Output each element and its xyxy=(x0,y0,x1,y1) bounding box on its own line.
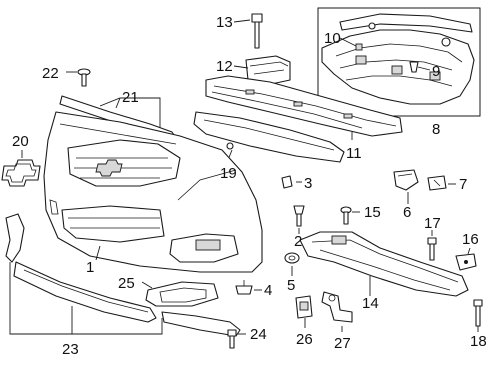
energy-absorber-19 xyxy=(193,111,345,163)
callout-17: 17 xyxy=(424,215,441,232)
inset-clip-icon xyxy=(441,37,451,47)
callout-15: 15 xyxy=(364,204,381,221)
sensor-26 xyxy=(295,295,313,319)
callout-25: 25 xyxy=(118,275,135,292)
callout-1: 1 xyxy=(86,259,94,276)
callout-27: 27 xyxy=(334,335,351,352)
callout-18: 18 xyxy=(470,333,487,350)
callout-5: 5 xyxy=(287,277,295,294)
bolt-13 xyxy=(251,13,263,49)
fastener-7 xyxy=(427,175,447,191)
callout-9: 9 xyxy=(432,63,440,80)
callout-11: 11 xyxy=(346,145,362,162)
plug-5 xyxy=(284,252,300,264)
callout-13: 13 xyxy=(216,14,233,31)
bolt-18 xyxy=(473,299,483,327)
front-bumper-fascia-1 xyxy=(43,111,263,273)
screw-22 xyxy=(77,68,91,87)
clip-3 xyxy=(281,175,293,189)
inset-box xyxy=(317,7,481,117)
callout-16: 16 xyxy=(462,231,479,248)
bumper-reinforcement-11 xyxy=(205,75,403,137)
callout-14: 14 xyxy=(362,295,379,312)
air-deflector-14 xyxy=(299,231,469,297)
callout-26: 26 xyxy=(296,331,313,348)
callout-20: 20 xyxy=(12,133,29,150)
push-pin-2 xyxy=(293,205,305,227)
callout-8: 8 xyxy=(432,121,440,138)
callout-2: 2 xyxy=(294,233,302,250)
bracket-6 xyxy=(393,169,419,191)
callout-19: 19 xyxy=(220,165,237,182)
fog-lamp-bezel-25 xyxy=(145,281,219,307)
part-10-clip xyxy=(355,43,363,51)
callout-24: 24 xyxy=(250,326,267,343)
clip-24 xyxy=(227,329,237,349)
callout-3: 3 xyxy=(304,175,312,192)
sensor-bracket-27 xyxy=(321,291,353,323)
retainer-4 xyxy=(235,280,253,295)
bowtie-emblem-20 xyxy=(1,159,41,187)
bolt-17 xyxy=(427,237,437,261)
callout-4: 4 xyxy=(264,282,272,299)
callout-12: 12 xyxy=(216,58,233,75)
callout-21: 21 xyxy=(122,89,139,106)
inset-screw-icon xyxy=(368,22,376,30)
callout-7: 7 xyxy=(459,176,467,193)
callout-6: 6 xyxy=(403,204,411,221)
lower-molding-23 xyxy=(5,213,241,337)
callout-22: 22 xyxy=(42,65,59,82)
upper-strip xyxy=(339,13,473,33)
callout-23: 23 xyxy=(62,341,79,358)
part-9-clip xyxy=(409,61,419,73)
clip-16 xyxy=(455,253,477,271)
screw-15 xyxy=(340,206,352,225)
callout-10: 10 xyxy=(324,30,341,47)
callout-labels: 1 2 3 4 5 6 7 8 9 10 11 12 13 14 15 16 1… xyxy=(12,14,487,358)
